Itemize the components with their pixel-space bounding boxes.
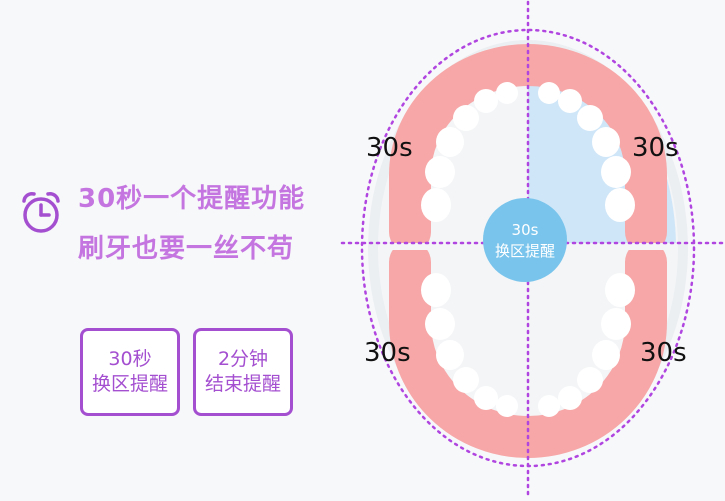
center-badge xyxy=(483,198,567,282)
feature-box-zone-reminder-line-1: 30秒 xyxy=(108,348,152,370)
feature-box-end-reminder: 2分钟 结束提醒 xyxy=(193,328,293,416)
feature-box-end-reminder-line-2: 结束提醒 xyxy=(204,373,281,395)
quadrant-label-upper-left: 30s xyxy=(366,133,413,163)
quadrant-label-lower-right: 30s xyxy=(640,338,687,368)
headline-line-1: 30秒一个提醒功能 xyxy=(78,184,306,214)
center-badge-time: 30s xyxy=(512,221,539,239)
center-badge-label: 换区提醒 xyxy=(495,242,555,260)
quadrant-label-upper-right: 30s xyxy=(632,133,679,163)
feature-box-zone-reminder: 30秒 换区提醒 xyxy=(80,328,180,416)
lower-teeth xyxy=(421,273,635,417)
headline-line-2: 刷牙也要一丝不苟 xyxy=(78,234,295,264)
alarm-clock-icon xyxy=(22,192,60,233)
upper-teeth xyxy=(421,82,635,222)
quadrant-label-lower-left: 30s xyxy=(364,338,411,368)
feature-box-zone-reminder-line-2: 换区提醒 xyxy=(91,373,168,395)
feature-box-end-reminder-line-1: 2分钟 xyxy=(217,348,269,370)
